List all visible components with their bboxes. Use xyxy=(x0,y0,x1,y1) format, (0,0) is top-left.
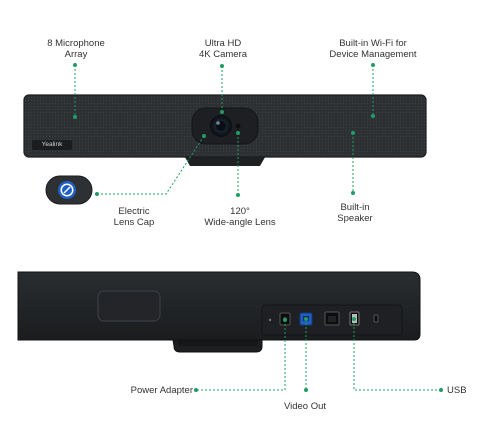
label-wifi-line2: Device Management xyxy=(329,49,417,60)
back-recess xyxy=(97,290,161,322)
label-lens-cap: Electric Lens Cap xyxy=(104,206,164,228)
label-speaker-line1: Built-in xyxy=(340,202,370,213)
label-camera-line1: Ultra HD xyxy=(204,38,242,49)
leaders-bottom xyxy=(194,317,443,392)
label-camera-line2: 4K Camera xyxy=(198,49,248,60)
yealink-logo: Yealink xyxy=(41,141,63,148)
label-wifi: Built-in Wi-Fi for Device Management xyxy=(318,38,428,60)
front-view xyxy=(23,94,427,166)
label-camera: Ultra HD 4K Camera xyxy=(180,38,266,60)
label-speaker: Built-in Speaker xyxy=(325,202,385,224)
label-wide-angle-line1: 120° xyxy=(230,206,250,217)
label-usb: USB xyxy=(447,385,467,396)
label-video-out: Video Out xyxy=(283,401,327,412)
lens-cap-puck xyxy=(45,175,93,205)
label-speaker-line2: Speaker xyxy=(337,213,373,224)
label-mic-array: 8 Microphone Array xyxy=(32,38,120,60)
label-lens-cap-line1: Electric xyxy=(118,206,150,217)
label-mic-array-line1: 8 Microphone xyxy=(47,38,105,49)
leaders-top xyxy=(73,63,375,197)
label-power-adapter: Power Adapter xyxy=(130,385,193,396)
label-wifi-line1: Built-in Wi-Fi for xyxy=(339,38,407,49)
label-lens-cap-line2: Lens Cap xyxy=(113,217,155,228)
label-wide-angle: 120° Wide-angle Lens xyxy=(190,206,290,228)
label-mic-array-line2: Array xyxy=(64,49,88,60)
back-view xyxy=(17,271,421,353)
label-wide-angle-line2: Wide-angle Lens xyxy=(204,217,276,228)
